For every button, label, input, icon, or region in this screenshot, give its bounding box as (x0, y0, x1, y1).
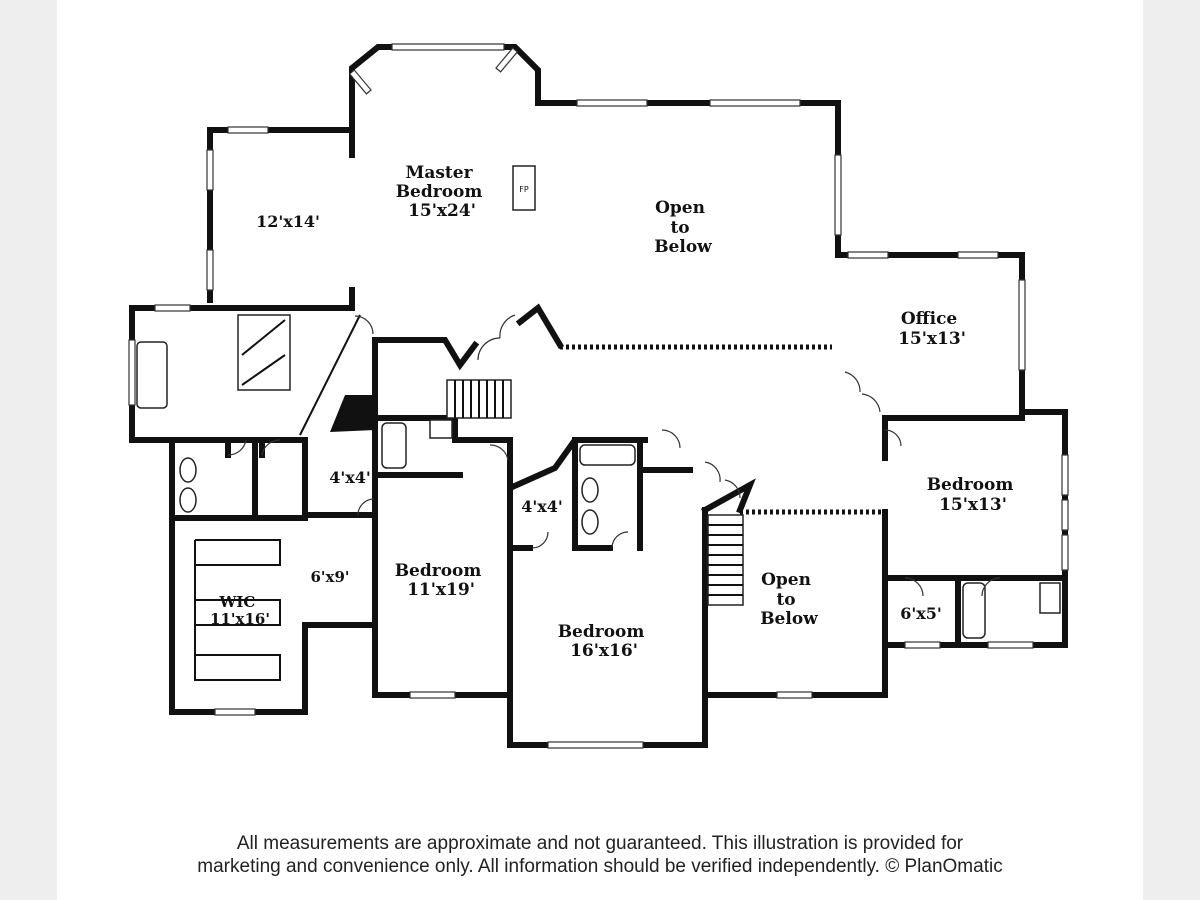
stairs-upper (446, 379, 512, 419)
sitting-area-label: 12'x14' (256, 212, 320, 231)
disclaimer-line-1: All measurements are approximate and not… (236, 833, 964, 854)
open-to-below-upper-label: Open to Below (654, 198, 712, 257)
closet-6x5-label: 6'x5' (900, 604, 942, 623)
room-labels: Master Bedroom 15'x24' 12'x14' FP Open t… (210, 163, 1020, 661)
bedroom-11x19-label: Bedroom 11'x19' (395, 561, 488, 600)
wic-label: WIC 11'x16' (210, 593, 270, 628)
office-label: Office 15'x13' (898, 309, 966, 349)
windows (128, 43, 1069, 749)
disclaimer: All measurements are approximate and not… (0, 832, 1200, 878)
fireplace-label: FP (519, 185, 529, 194)
fixtures (136, 165, 1061, 681)
closet-4x4-middle-label: 4'x4' (521, 497, 563, 516)
walls (129, 44, 1068, 748)
stairs-lower (707, 514, 744, 606)
open-to-below-lower-label: Open to Below (760, 570, 818, 629)
bedroom-15x13-label: Bedroom 15'x13' (927, 475, 1020, 515)
floor-plan: Master Bedroom 15'x24' 12'x14' FP Open t… (128, 43, 1069, 749)
closet-4x4-left-label: 4'x4' (329, 468, 371, 487)
master-bedroom-label: Master Bedroom 15'x24' (396, 163, 489, 221)
wic-area-label: 6'x9' (310, 568, 349, 586)
disclaimer-line-2: marketing and convenience only. All info… (197, 856, 1003, 877)
bedroom-16x16-label: Bedroom 16'x16' (558, 622, 651, 661)
door-swings (227, 314, 1001, 597)
